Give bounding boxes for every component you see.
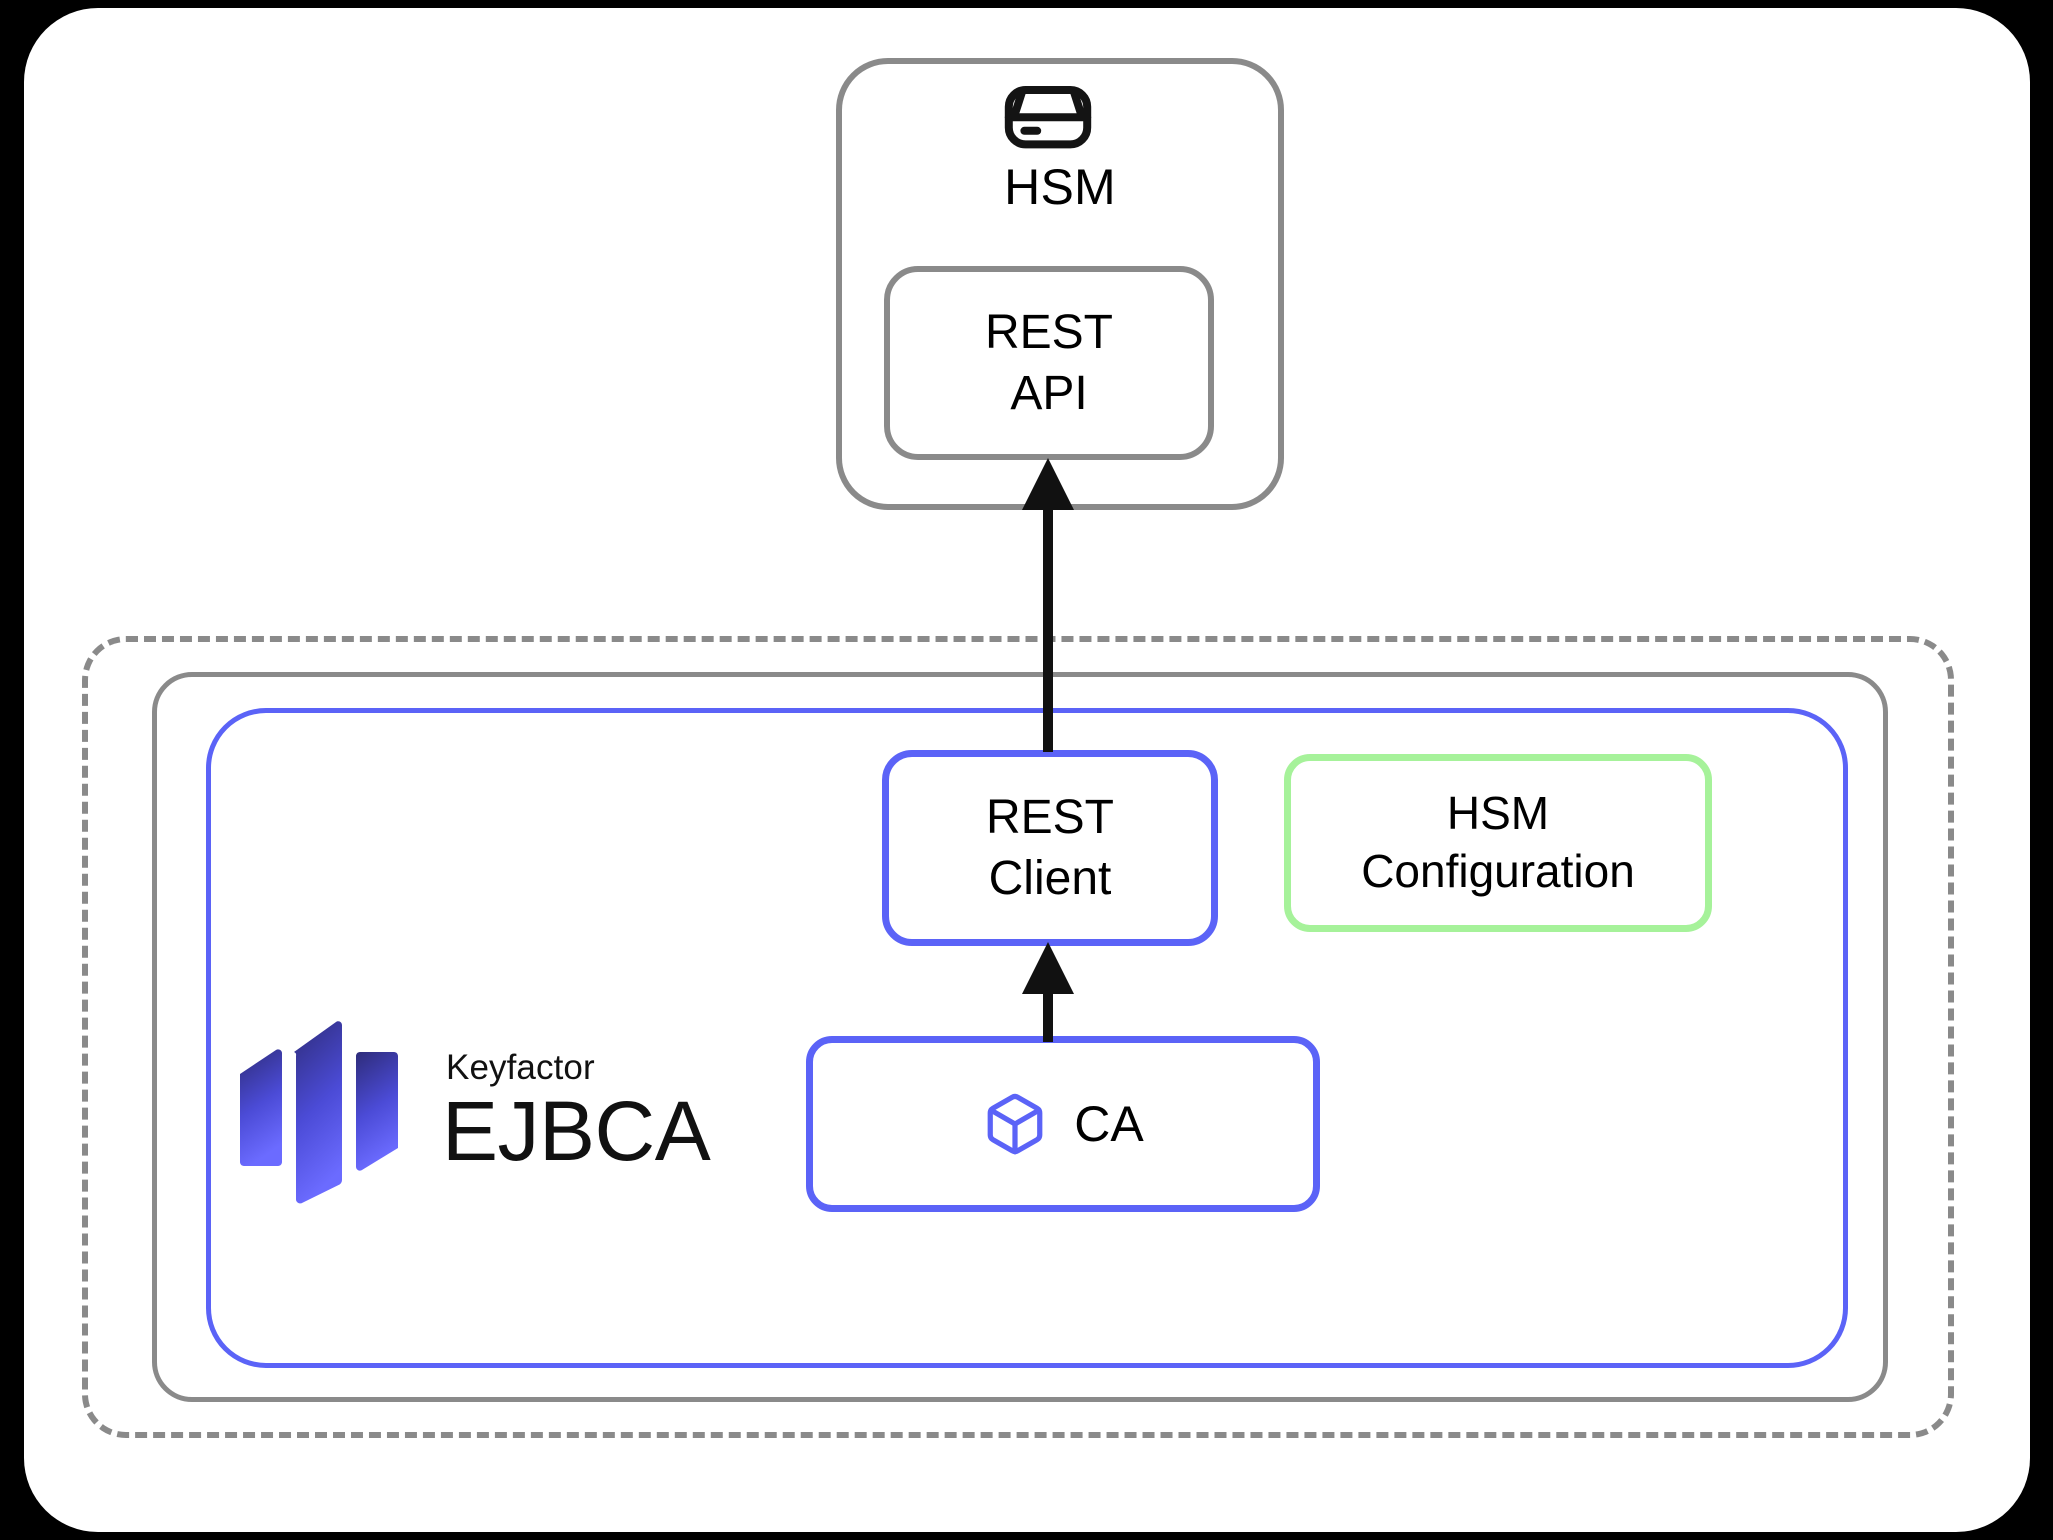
ejbca-product-name: EJBCA <box>442 1084 711 1179</box>
rest-api-node[interactable]: REST API <box>884 266 1214 460</box>
hard-drive-icon <box>996 66 1100 170</box>
keyfactor-ejbca-branding: Keyfactor EJBCA <box>232 1012 712 1212</box>
rest-client-label-line1: REST <box>985 790 1114 844</box>
keyfactor-company-name: Keyfactor <box>446 1047 595 1087</box>
ca-label: CA <box>1074 1096 1144 1152</box>
keyfactor-bars-logo <box>232 1016 420 1208</box>
hsm-configuration-label-line1: HSM <box>1446 787 1550 840</box>
ejbca-wordmark: Keyfactor EJBCA <box>442 1047 711 1179</box>
rest-client-node[interactable]: REST Client <box>882 750 1218 946</box>
rest-api-label-line1: REST <box>984 305 1113 359</box>
rest-api-label-line2: API <box>1010 367 1088 420</box>
ejbca-dashed-boundary <box>82 636 1954 1438</box>
ca-node[interactable]: CA <box>806 1036 1320 1212</box>
cube-icon <box>982 1091 1048 1157</box>
hsm-label: HSM <box>1004 159 1116 215</box>
ejbca-blue-boundary <box>206 708 1848 1368</box>
hsm-configuration-node[interactable]: HSM Configuration <box>1284 754 1712 932</box>
hsm-configuration-label-line2: Configuration <box>1361 845 1635 897</box>
rest-client-label-line2: Client <box>988 852 1112 905</box>
ejbca-solid-boundary <box>152 672 1888 1402</box>
